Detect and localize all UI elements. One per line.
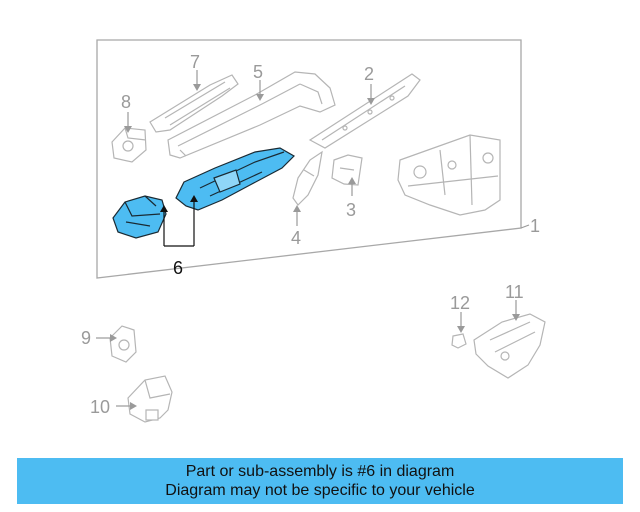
- part-5: [167, 71, 336, 159]
- callout-7: 7: [190, 52, 200, 72]
- caption-line-2: Diagram may not be specific to your vehi…: [165, 482, 475, 499]
- part-1-assembly: [397, 134, 501, 216]
- callout-6: 6: [173, 258, 183, 278]
- callout-12: 12: [450, 293, 470, 313]
- part-12: [451, 333, 467, 349]
- leader-arrows: [110, 84, 520, 410]
- callout-5: 5: [253, 62, 263, 82]
- part-7: [149, 74, 239, 133]
- callout-3: 3: [346, 200, 356, 220]
- part-6-arrows: [160, 195, 198, 212]
- part-11: [473, 313, 546, 379]
- part-10: [127, 375, 173, 423]
- parts-diagram: 7 5 8 2 3 4 1 6 9 10 12 11: [81, 39, 546, 423]
- callout-11: 11: [505, 282, 524, 302]
- callout-1: 1: [530, 216, 540, 236]
- callout-9: 9: [81, 328, 91, 348]
- part-9: [109, 325, 137, 363]
- callout-8: 8: [121, 92, 131, 112]
- callout-2: 2: [364, 64, 374, 84]
- diagram-caption-banner: Part or sub-assembly is #6 in diagram Di…: [17, 458, 623, 504]
- callout-4: 4: [291, 228, 301, 248]
- part-3: [331, 154, 363, 186]
- part-6-leader: [163, 202, 195, 247]
- part-4: [292, 150, 323, 206]
- part-8: [111, 127, 147, 163]
- part-2: [308, 73, 421, 149]
- callout-10: 10: [90, 397, 110, 417]
- leader-lines: [96, 70, 530, 407]
- caption-line-1: Part or sub-assembly is #6 in diagram: [185, 463, 455, 480]
- part-6-highlighted: [112, 147, 295, 239]
